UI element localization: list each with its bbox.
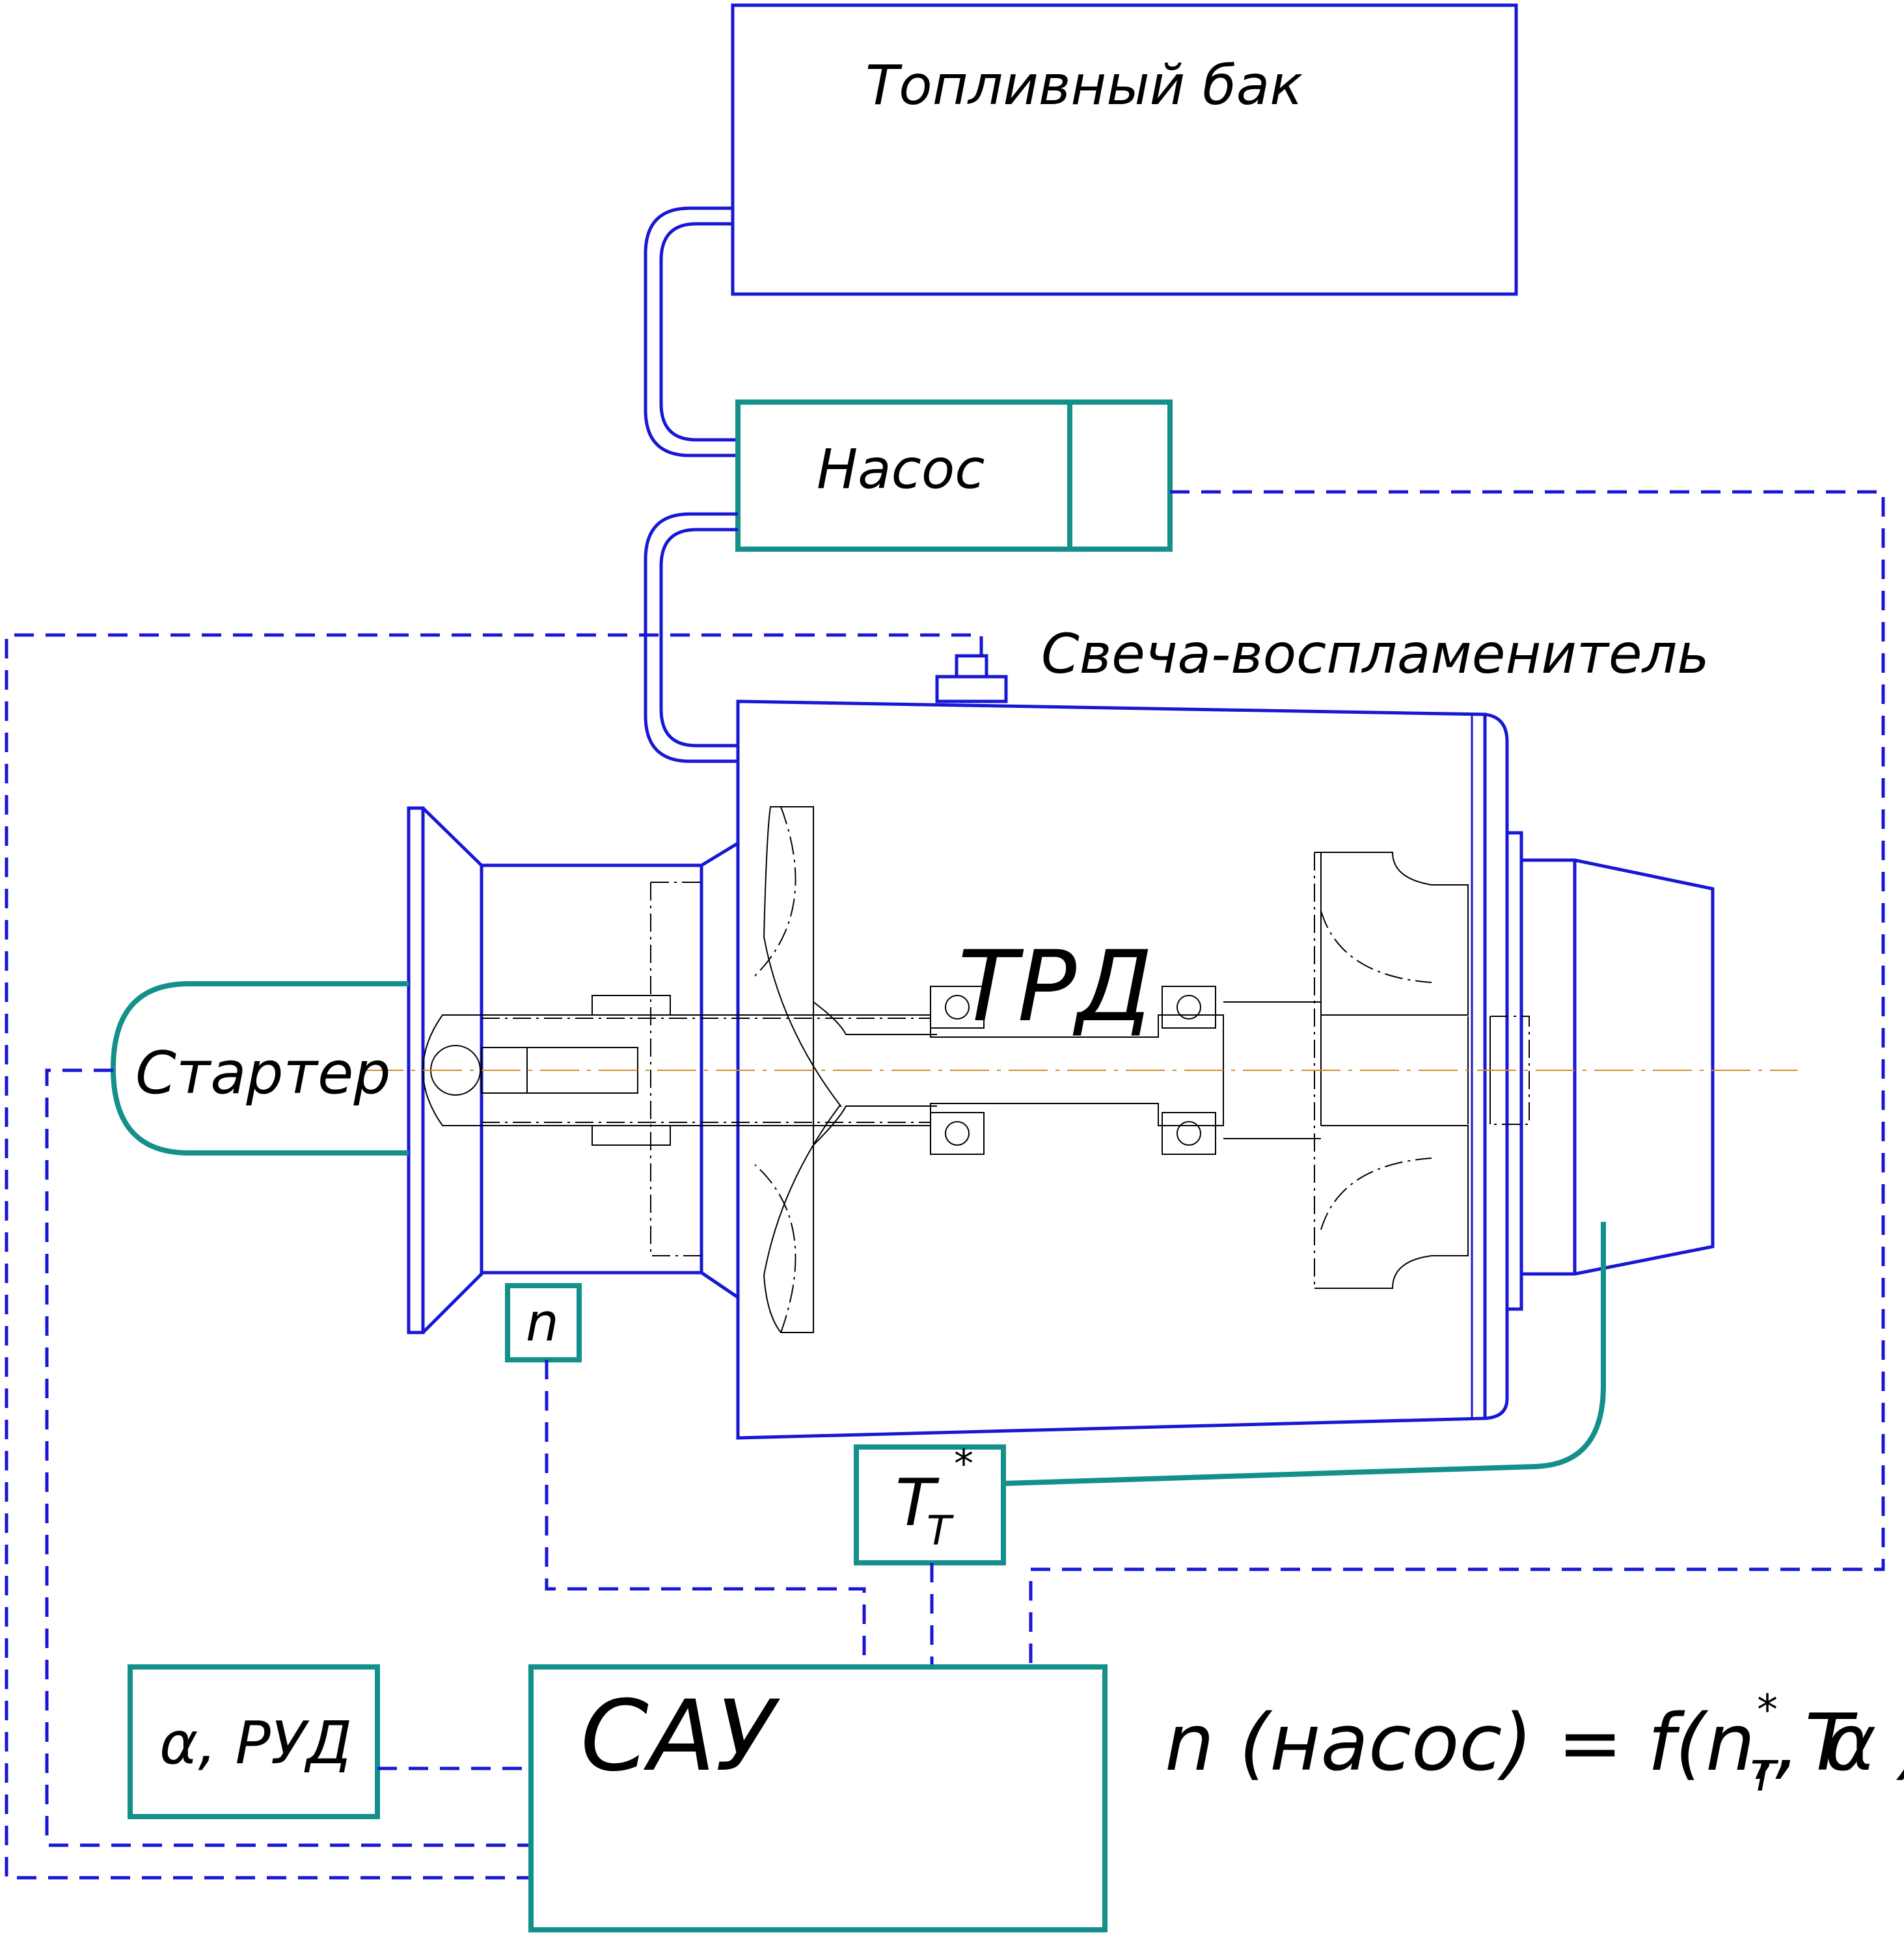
igniter-control-line — [5, 633, 983, 1880]
formula-end: , α ) — [1775, 1698, 1904, 1789]
temp-sensor-sup: * — [954, 1441, 973, 1487]
temp-sensor-main: T — [895, 1465, 940, 1541]
pump-block: Насос — [735, 399, 1173, 552]
pump-control-line — [1029, 490, 1885, 1667]
starter-control-line — [45, 1068, 531, 1847]
formula-sub: T — [1750, 1753, 1779, 1801]
speed-sensor-line — [545, 1360, 866, 1667]
control-unit-block: САУ — [528, 1664, 1108, 1932]
fuel-tank-block: Топливный бак — [731, 3, 1518, 296]
engine-label: ТРД — [958, 930, 1152, 1044]
starter-label: Стартер — [135, 1039, 390, 1107]
formula-main: n (насос) = f(n, T — [1165, 1698, 1858, 1789]
starter-block: Стартер — [110, 981, 409, 1156]
pump-label: Насос — [817, 437, 985, 501]
compressor-wheel — [650, 806, 937, 1333]
throttle-label: α, РУД — [159, 1709, 352, 1778]
speed-sensor-label: n — [526, 1292, 559, 1353]
thermocouple-lead — [1003, 1222, 1606, 1486]
fuel-tank-label: Топливный бак — [865, 53, 1303, 117]
fuel-line-pump-engine — [644, 512, 738, 763]
fuel-line-tank-pump — [644, 206, 737, 457]
temperature-sensor-block: T T * — [854, 1441, 1006, 1565]
igniter-label: Свеча-воспламенитель — [1041, 622, 1709, 686]
igniter-block: Свеча-воспламенитель — [935, 622, 1709, 703]
temp-sensor-sub: T — [927, 1507, 954, 1554]
speed-sensor-block: n — [505, 1283, 582, 1362]
throttle-block: α, РУД — [128, 1664, 380, 1819]
control-unit-label: САУ — [580, 1680, 780, 1793]
formula-sup: * — [1757, 1686, 1778, 1735]
control-law-formula: n (насос) = f(n, T T * , α ) — [1165, 1686, 1904, 1801]
